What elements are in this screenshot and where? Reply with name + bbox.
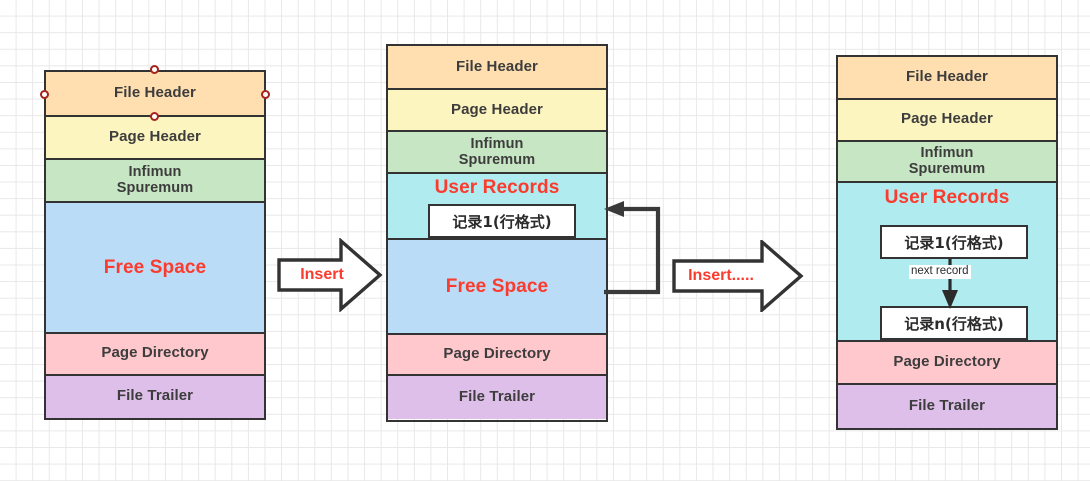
page-structure-block-1[interactable]: File Header Page Header Infimun Spuremum… — [44, 70, 266, 420]
selection-handle-right[interactable] — [261, 90, 270, 99]
band-label: User Records — [434, 177, 560, 198]
band-label: Page Header — [901, 110, 993, 128]
band-label: Infimun — [470, 135, 524, 152]
band-file-trailer[interactable]: File Trailer — [838, 385, 1056, 428]
band-infimun-spuremum[interactable]: Infimun Spuremum — [838, 141, 1056, 183]
band-label: User Records — [884, 186, 1010, 208]
band-label-second-line: Spuremum — [116, 180, 194, 197]
band-free-space[interactable]: Free Space — [388, 240, 606, 335]
band-file-trailer[interactable]: File Trailer — [388, 376, 606, 419]
band-label: Page Header — [451, 100, 543, 118]
band-label: File Trailer — [116, 387, 194, 405]
record-box-label: 记录1(行格式) — [452, 212, 552, 231]
band-label: File Header — [906, 68, 988, 86]
selection-handle-left[interactable] — [40, 90, 49, 99]
page-structure-block-2[interactable]: File Header Page Header Infimun Spuremum… — [386, 44, 608, 422]
band-page-header[interactable]: Page Header — [46, 117, 264, 160]
band-page-header[interactable]: Page Header — [838, 99, 1056, 142]
band-page-header[interactable]: Page Header — [388, 90, 606, 132]
band-label: Page Header — [109, 128, 201, 146]
band-label: Page Directory — [893, 353, 1001, 371]
band-file-header[interactable]: File Header — [388, 46, 606, 90]
selection-handle-bottom[interactable] — [150, 111, 159, 121]
band-file-header[interactable]: File Header — [46, 72, 264, 118]
band-infimun-spuremum[interactable]: Infimun Spuremum — [46, 160, 264, 203]
band-page-directory[interactable]: Page Directory — [838, 342, 1056, 386]
selection-handle-top[interactable] — [150, 64, 159, 74]
record-box-n-block3[interactable]: 记录n(行格式) — [880, 306, 1028, 340]
band-label-second-line: Spuremum — [908, 161, 986, 178]
band-label: Free Space — [103, 256, 207, 278]
band-label: File Header — [114, 84, 196, 102]
band-label-second-line: Spuremum — [458, 152, 536, 168]
next-record-label: next record — [909, 265, 971, 279]
record-box-1-block3[interactable]: 记录1(行格式) — [880, 225, 1028, 259]
record-box-label: 记录n(行格式) — [904, 314, 1004, 333]
band-free-space[interactable]: Free Space — [46, 202, 264, 334]
band-label: File Trailer — [458, 388, 536, 406]
band-label: Infimun — [920, 144, 974, 161]
band-file-header[interactable]: File Header — [838, 57, 1056, 100]
record-box-label: 记录1(行格式) — [904, 233, 1004, 252]
band-page-directory[interactable]: Page Directory — [388, 335, 606, 376]
band-label: Free Space — [445, 275, 549, 297]
insert-arrow-2-shape — [672, 238, 804, 314]
band-infimun-spuremum[interactable]: Infimun Spuremum — [388, 132, 606, 174]
band-page-directory[interactable]: Page Directory — [46, 333, 264, 376]
band-label: File Trailer — [908, 397, 986, 415]
band-label: Page Directory — [443, 345, 551, 363]
insert-arrow-1-shape — [277, 237, 383, 313]
record-box-1-block2[interactable]: 记录1(行格式) — [428, 204, 576, 238]
band-label: File Header — [456, 57, 538, 75]
free-space-to-user-records-connector[interactable] — [600, 196, 680, 306]
band-label: Page Directory — [101, 344, 209, 362]
insert-arrow-1[interactable]: Insert — [277, 237, 383, 313]
insert-arrow-2[interactable]: Insert..... — [672, 238, 804, 314]
band-file-trailer[interactable]: File Trailer — [46, 375, 264, 418]
connector-path — [604, 201, 661, 295]
band-label: Infimun — [128, 164, 182, 181]
